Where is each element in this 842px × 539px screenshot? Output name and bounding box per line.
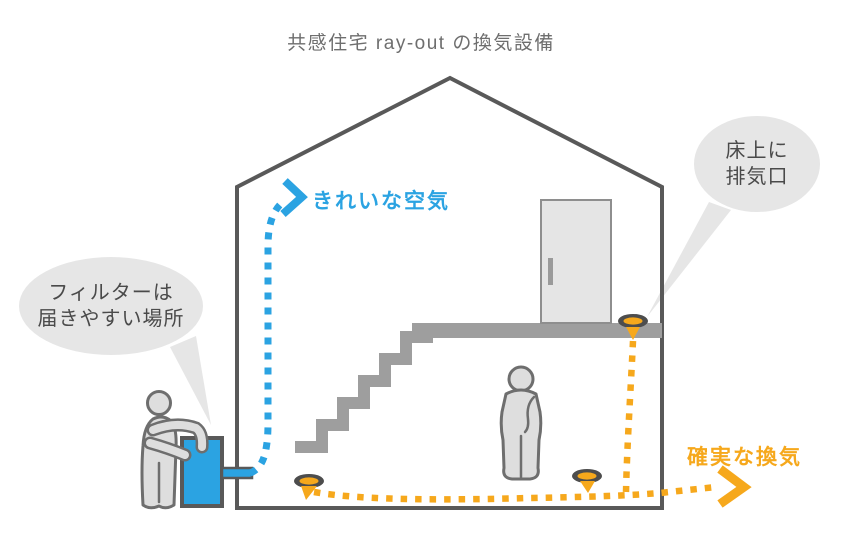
person-resident: [499, 365, 543, 481]
page-title: 共感住宅 ray-out の換気設備: [287, 33, 555, 54]
supply-pipe: [220, 466, 254, 480]
ventilation-label: 確実な換気: [687, 446, 802, 469]
person-arm-line: [523, 395, 536, 434]
person-arms: [143, 418, 209, 462]
house-outline: [235, 75, 664, 510]
person-head: [507, 365, 535, 393]
stairs-and-floor-slab: [295, 323, 662, 453]
speech-bubble-filter: フィルターは 届きやすい場所: [19, 257, 203, 355]
bubble-exhaust-line2: 排気口: [725, 166, 789, 188]
ventilation-arrow-icon: [717, 465, 752, 508]
door-handle-icon: [548, 258, 553, 285]
floor-vent-2f-icon: [618, 314, 648, 340]
bubble-filter-line2: 届きやすい場所: [37, 308, 185, 330]
bubble-exhaust-line1: 床上に: [725, 139, 789, 162]
floor-vent-1f-left-icon: [294, 474, 324, 500]
speech-bubble-exhaust: 床上に 排気口: [694, 116, 820, 212]
clean-air-label: きれいな空気: [312, 190, 450, 213]
clean-air-arrow-icon: [280, 178, 308, 217]
bubble-filter-line1: フィルターは: [48, 281, 174, 304]
bubble-tail-exhaust: [647, 202, 731, 317]
exhaust-flow-horizontal: [313, 483, 717, 503]
person-head: [146, 390, 172, 416]
exhaust-flow-vertical: [622, 340, 637, 493]
person-body: [499, 388, 543, 481]
floor-vent-1f-right-icon: [572, 469, 602, 493]
bubble-tail-filter: [170, 336, 211, 425]
clean-air-flow: [248, 199, 286, 477]
